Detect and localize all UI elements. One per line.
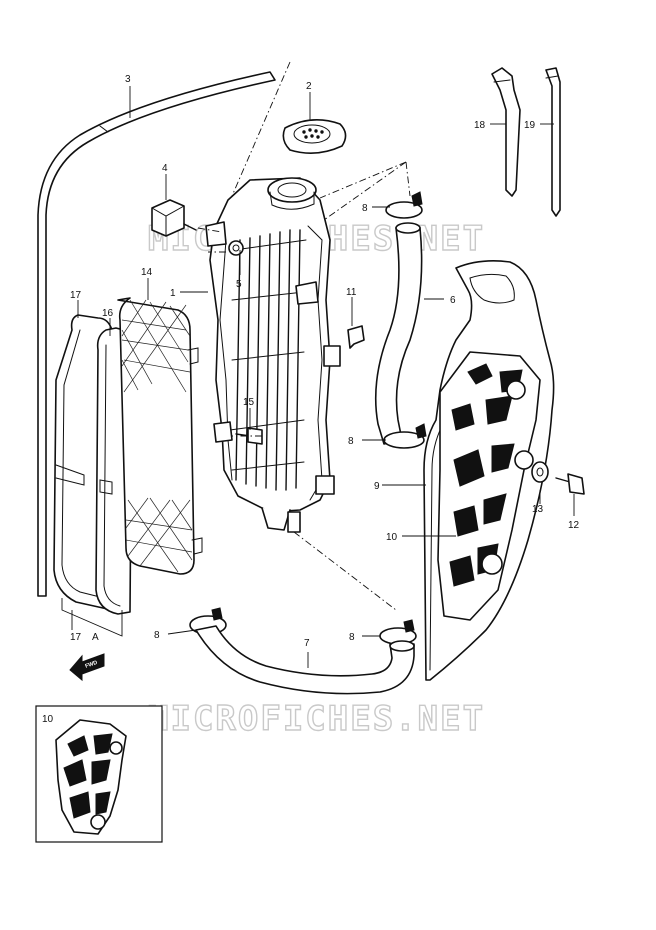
callout-8-upper: 8 <box>362 203 368 214</box>
lower-hose-icon <box>195 625 415 695</box>
callout-3: 3 <box>125 74 131 85</box>
inset-detail-box: 10 <box>35 705 163 843</box>
fwd-arrow-icon: FWD <box>69 653 105 682</box>
callout-13: 13 <box>532 504 544 515</box>
louver-washer-icon <box>531 461 549 483</box>
callout-11: 11 <box>346 287 357 298</box>
inset-label: 10 <box>42 714 54 725</box>
louver-inner-panel-icon <box>437 351 541 621</box>
callout-4: 4 <box>162 163 168 174</box>
hose-clamp-middle-icon <box>383 423 427 449</box>
hose-clamp-upper-icon <box>385 191 423 219</box>
mounting-clip-icon <box>347 325 365 349</box>
callout-8-left: 8 <box>154 630 160 641</box>
inset-louver-panel-icon <box>55 719 127 835</box>
callout-7: 7 <box>304 638 310 649</box>
callout-A: A <box>92 632 99 643</box>
callout-19: 19 <box>524 120 536 131</box>
callout-18: 18 <box>474 120 486 131</box>
callout-14: 14 <box>141 267 153 278</box>
callout-17: 17 <box>70 290 82 301</box>
callout-5: 5 <box>236 279 242 290</box>
cable-tie-19-icon <box>545 67 561 217</box>
callout-15: 15 <box>243 397 255 408</box>
callout-17-bottom: 17 <box>70 632 82 643</box>
hose-clamp-right-icon <box>379 619 417 645</box>
callout-6: 6 <box>450 295 456 306</box>
mount-bolt-icon <box>151 199 197 237</box>
callout-8-middle: 8 <box>348 436 354 447</box>
assembly-dashed-lines <box>197 61 411 611</box>
radiator-cap-icon <box>282 119 347 154</box>
callout-labels: 3 2 4 1 5 14 16 17 15 11 6 8 8 9 10 13 1… <box>70 74 580 649</box>
callout-16: 16 <box>102 308 114 319</box>
overflow-hose-icon <box>37 71 276 597</box>
callout-12: 12 <box>568 520 580 531</box>
radiator-icon <box>205 177 341 533</box>
leader-lines <box>61 86 575 668</box>
callout-1: 1 <box>170 288 176 299</box>
mesh-guard-icon <box>117 297 203 575</box>
callout-10: 10 <box>386 532 398 543</box>
callout-2: 2 <box>306 81 312 92</box>
watermark-bottom: MICROFICHES.NET <box>148 699 485 739</box>
mount-bolt-small-icon <box>228 240 244 256</box>
fwd-label: FWD <box>84 660 98 670</box>
callout-8-right: 8 <box>349 632 355 643</box>
callout-9: 9 <box>374 481 380 492</box>
cable-tie-18-icon <box>491 67 521 197</box>
louver-bolt-icon <box>555 473 585 495</box>
